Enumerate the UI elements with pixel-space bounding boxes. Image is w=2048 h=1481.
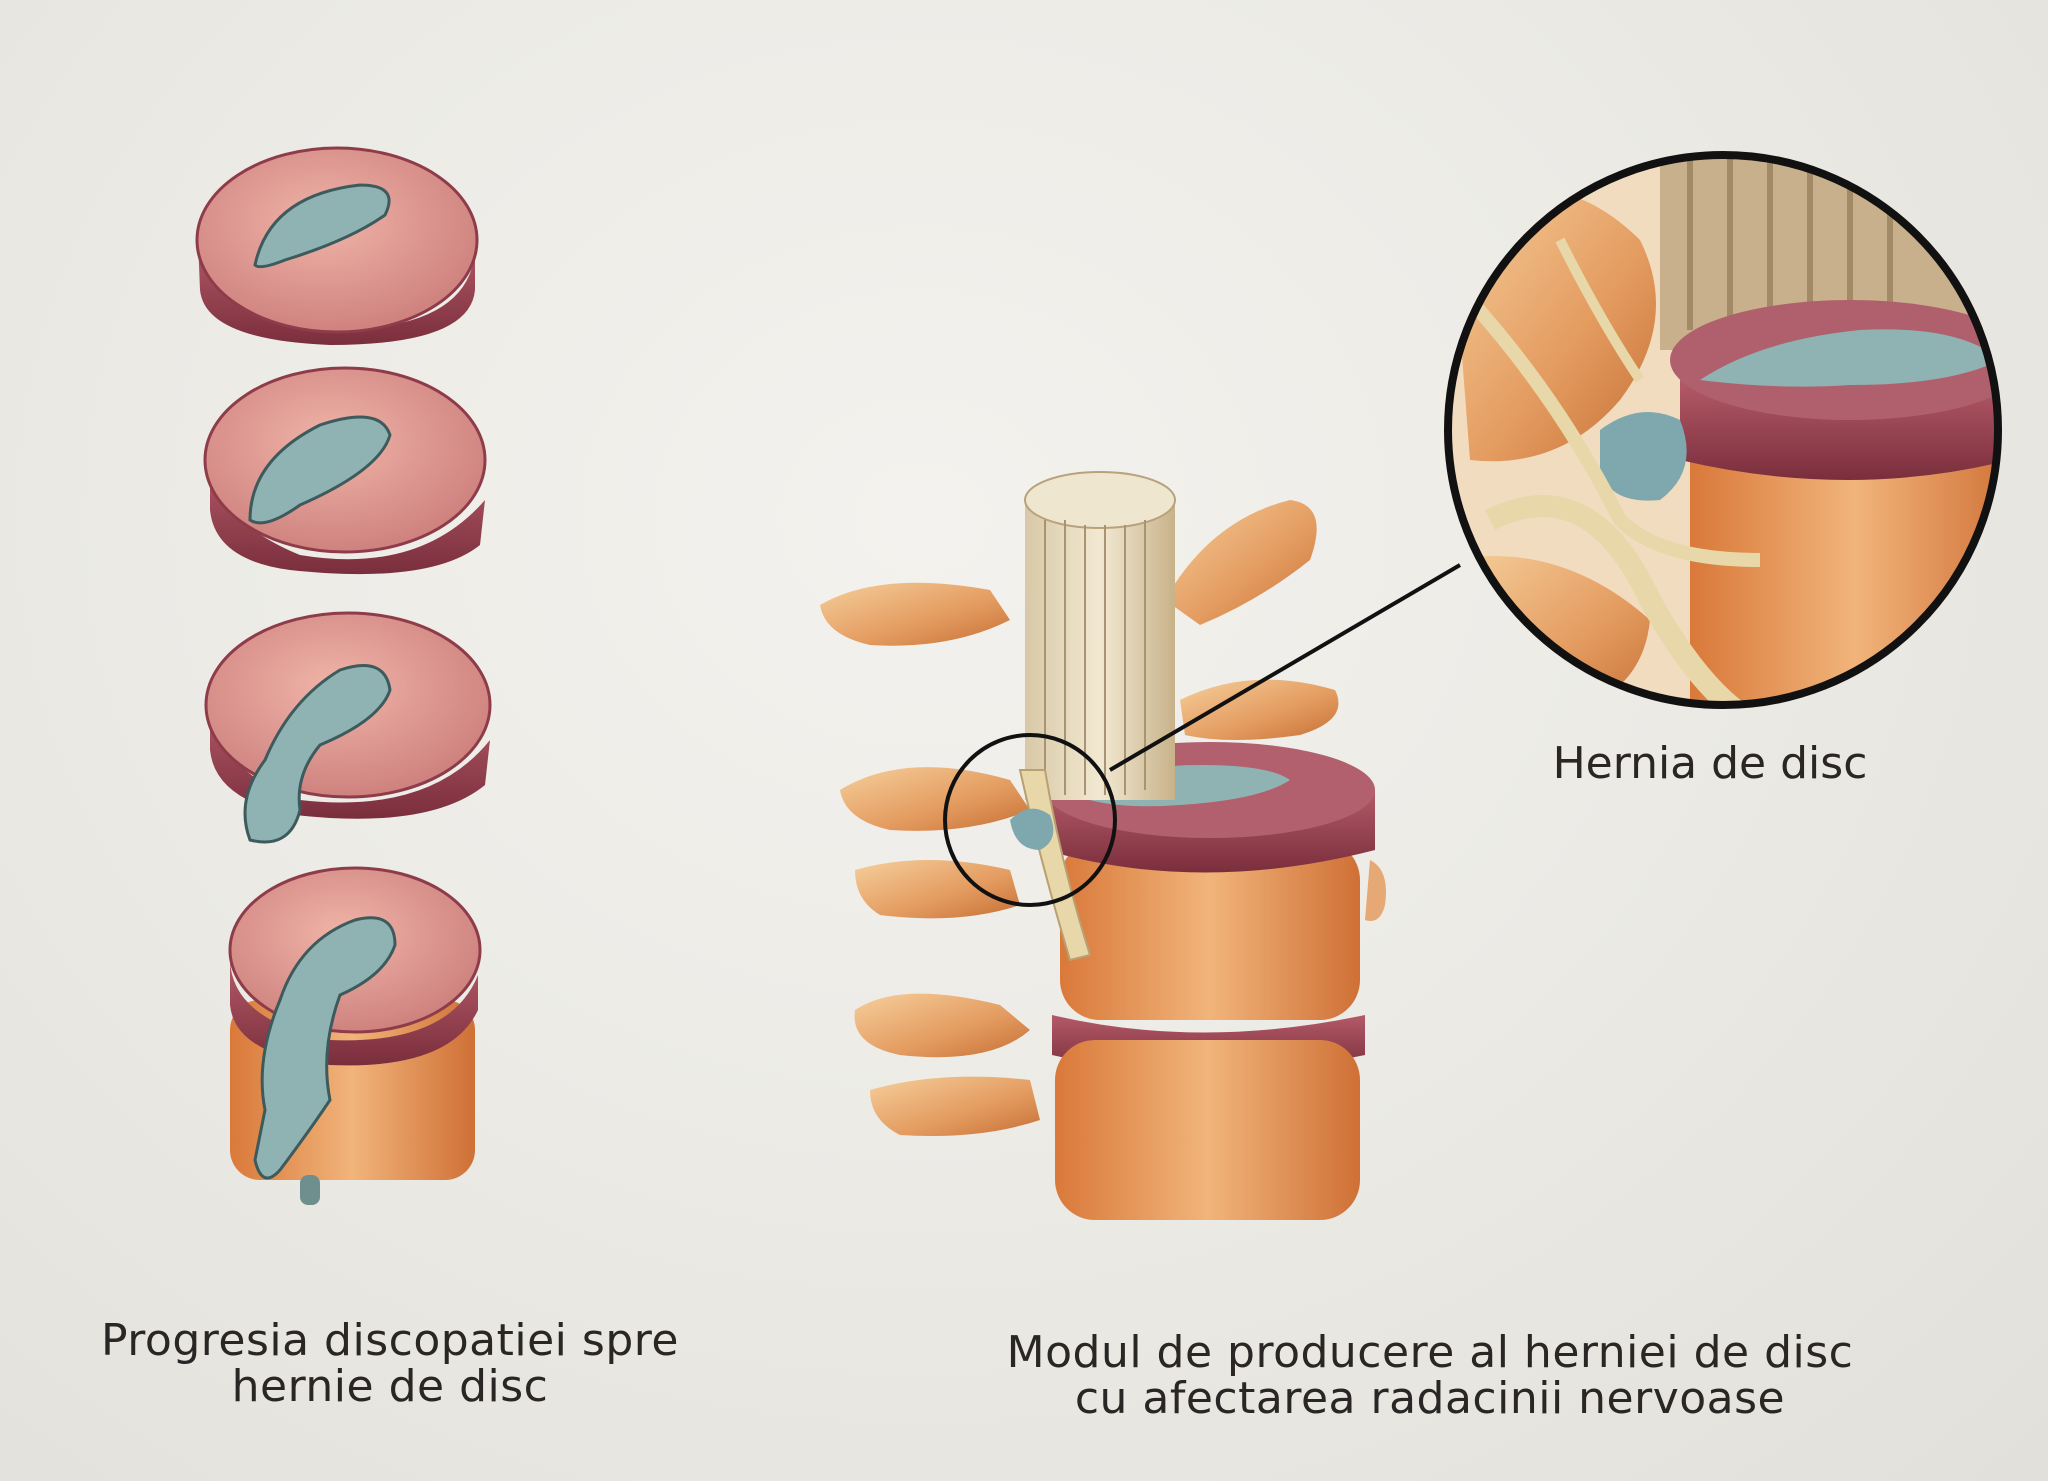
- disc-stage-1: [195, 146, 479, 345]
- magnified-caption: Hernia de disc: [1552, 738, 1868, 789]
- disc-stage-2: [203, 366, 487, 575]
- spine-segment: [820, 471, 1386, 1220]
- leader-line: [1108, 563, 1462, 772]
- mechanism-caption-line2: cu afectarea radacinii nervoase: [1074, 1373, 1786, 1424]
- mechanism-caption-line1: Modul de producere al herniei de disc: [1006, 1327, 1854, 1378]
- disc-stage-4: [228, 866, 482, 1205]
- highlight-circle: [943, 733, 1117, 907]
- mechanism-caption: Modul de producere al herniei de disc cu…: [880, 1330, 1980, 1422]
- progression-caption-line2: hernie de disc: [231, 1361, 549, 1412]
- progression-caption-line1: Progresia discopatiei spre: [101, 1315, 679, 1366]
- disc-stage-3: [204, 611, 492, 844]
- progression-caption: Progresia discopatiei spre hernie de dis…: [40, 1318, 740, 1410]
- magnified-view: [1444, 151, 2002, 709]
